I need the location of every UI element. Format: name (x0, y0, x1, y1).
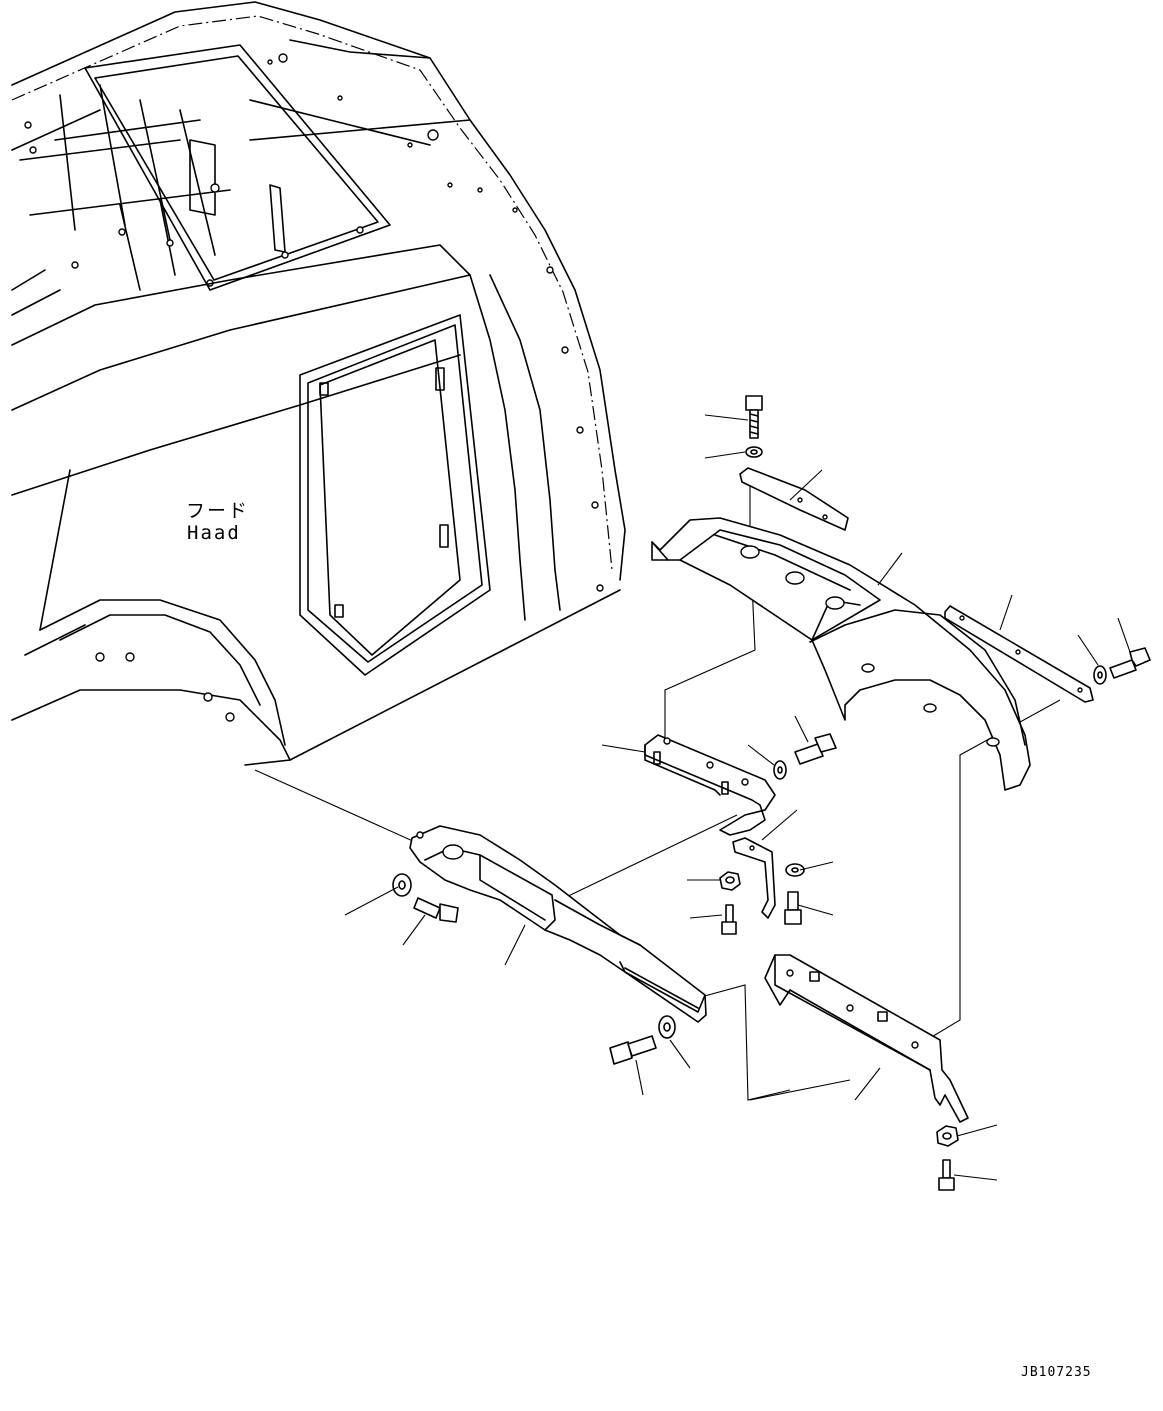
top-plate (739, 467, 849, 531)
mid-nut (719, 871, 741, 891)
z-bracket-bolt (784, 891, 802, 925)
cab-hood (11, 1, 626, 766)
left-washer-upper (392, 873, 412, 897)
drawing-number: JB107235 (1021, 1365, 1092, 1380)
right-washer (1093, 665, 1107, 685)
assembly-lines (254, 470, 1061, 1101)
left-washer-lower (658, 1015, 676, 1039)
right-strip-plate (944, 605, 1094, 703)
lower-bolt (938, 1159, 955, 1191)
hood-label-english: Haad (187, 522, 241, 544)
upper-bolt (745, 395, 763, 439)
left-bolt-lower (609, 1035, 657, 1065)
mid-small-bolt (721, 904, 737, 935)
mid-bracket (644, 734, 776, 836)
lower-nut (936, 1125, 959, 1147)
upper-washer (745, 446, 763, 458)
z-bracket-washer (785, 863, 805, 877)
hood-label-japanese: フード (186, 500, 250, 522)
mid-bolt (794, 733, 837, 765)
leader-lines (344, 414, 1131, 1181)
main-fender (651, 517, 1031, 791)
mid-washer (773, 760, 787, 780)
left-stay (409, 825, 707, 1023)
z-bracket (732, 837, 776, 919)
right-bolt (1109, 647, 1151, 679)
left-bolt-upper (413, 897, 459, 923)
lower-stay (764, 954, 969, 1123)
